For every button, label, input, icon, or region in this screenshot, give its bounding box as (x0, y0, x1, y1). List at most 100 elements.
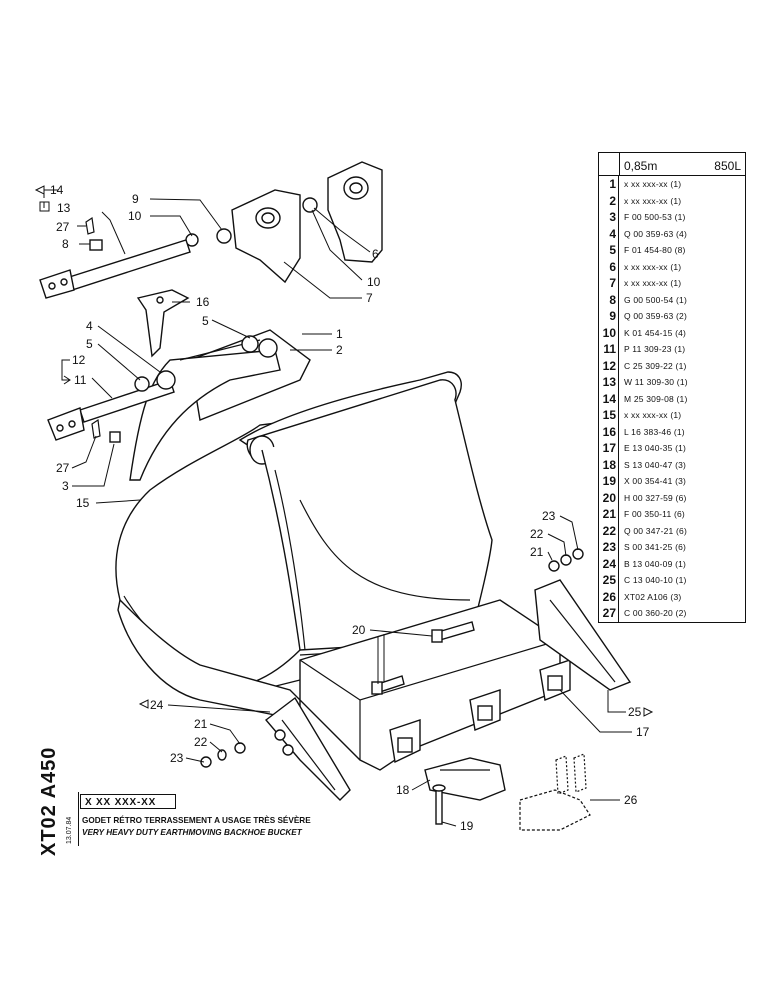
table-row: 1 x xx xxx-xx (1) (599, 176, 745, 193)
callout-5-upper: 5 (202, 314, 209, 328)
lock-27-upper (85, 216, 95, 235)
title-date: 13.07.84 (66, 816, 73, 844)
row-reference: C 00 360-20 (2) (624, 608, 687, 619)
row-number: 24 (599, 555, 619, 572)
arrow-markers (34, 185, 654, 717)
callout-22-right: 22 (530, 527, 544, 541)
callout-23-right: 23 (542, 509, 556, 523)
bushings-4-5-upper (241, 335, 278, 358)
callout-21-right: 21 (530, 545, 544, 559)
row-number: 26 (599, 588, 619, 605)
row-reference: W 11 309-30 (1) (624, 377, 688, 388)
row-number: 15 (599, 407, 619, 424)
table-row: 22 Q 00 347-21 (6) (599, 522, 745, 539)
callout-22-left: 22 (194, 735, 208, 749)
pin-11 (47, 379, 175, 441)
row-reference: x xx xxx-xx (1) (624, 410, 682, 421)
fasteners-21-23-left (200, 742, 246, 768)
row-reference: G 00 500-54 (1) (624, 294, 688, 305)
parts-table-header: 0,85m 850L (599, 153, 745, 176)
row-reference: S 00 341-25 (6) (624, 542, 687, 553)
table-row: 17 E 13 040-35 (1) (599, 440, 745, 457)
bolt-8 (89, 239, 103, 251)
bushings-4-5-lower (134, 370, 176, 392)
row-number: 14 (599, 390, 619, 407)
link-plate-6 (327, 161, 383, 263)
table-row: 9 Q 00 359-63 (2) (599, 308, 745, 325)
parts-table-header-cell: 0,85m 850L (620, 153, 745, 175)
row-number: 10 (599, 324, 619, 341)
side-code: XT02 A450 (36, 746, 60, 856)
row-number: 27 (599, 605, 619, 622)
row-reference: XT02 A106 (3) (624, 591, 682, 602)
callout-4: 4 (86, 319, 93, 333)
callout-19: 19 (460, 819, 474, 833)
callout-21-left: 21 (194, 717, 208, 731)
fasteners-21-23-right (548, 548, 584, 572)
row-reference: M 25 309-08 (1) (624, 393, 688, 404)
table-row: 23 S 00 341-25 (6) (599, 539, 745, 556)
callout-26: 26 (624, 793, 638, 807)
row-reference: K 01 454-15 (4) (624, 327, 687, 338)
row-reference: C 25 309-22 (1) (624, 360, 687, 371)
bucket-shell (115, 371, 493, 721)
table-row: 14 M 25 309-08 (1) (599, 390, 745, 407)
row-number: 1 (599, 176, 619, 193)
row-reference: P 11 309-23 (1) (624, 344, 686, 355)
lock-27-lower (91, 418, 101, 439)
callout-16: 16 (196, 295, 210, 309)
callout-14: 14 (50, 183, 64, 197)
row-number: 18 (599, 456, 619, 473)
row-reference: Q 00 347-21 (6) (624, 525, 688, 536)
header-capacity-m3: 0,85m (624, 159, 658, 173)
table-row: 19 X 00 354-41 (3) (599, 473, 745, 490)
table-row: 26 XT02 A106 (3) (599, 588, 745, 605)
leader-lines (39, 189, 632, 827)
row-reference: F 00 500-53 (1) (624, 212, 686, 223)
row-number: 25 (599, 572, 619, 589)
table-row: 11 P 11 309-23 (1) (599, 341, 745, 358)
title-code-box: X XX XXX-XX (80, 794, 176, 809)
row-reference: x xx xxx-xx (1) (624, 278, 682, 289)
row-reference: x xx xxx-xx (1) (624, 261, 682, 272)
bolts-20 (371, 621, 475, 695)
callout-3: 3 (62, 479, 69, 493)
callout-23-left: 23 (170, 751, 184, 765)
side-code-text: XT02 A450 (38, 746, 60, 856)
callout-24: 24 (150, 698, 164, 712)
row-number: 13 (599, 374, 619, 391)
row-reference: Q 00 359-63 (2) (624, 311, 688, 322)
table-row: 10 K 01 454-15 (4) (599, 324, 745, 341)
callout-labels: 14 13 27 8 9 10 6 10 7 16 5 1 2 4 5 12 1… (50, 183, 650, 833)
row-number: 11 (599, 341, 619, 358)
callout-10-left: 10 (128, 209, 142, 223)
row-reference: C 13 040-10 (1) (624, 575, 687, 586)
callout-9: 9 (132, 192, 139, 206)
callout-5-lower: 5 (86, 337, 93, 351)
row-reference: x xx xxx-xx (1) (624, 179, 682, 190)
row-number: 19 (599, 473, 619, 490)
tooth-26 (519, 753, 591, 831)
row-reference: F 01 454-80 (8) (624, 245, 686, 256)
row-number: 20 (599, 489, 619, 506)
row-reference: x xx xxx-xx (1) (624, 195, 682, 206)
callout-20: 20 (352, 623, 366, 637)
row-number: 22 (599, 522, 619, 539)
row-reference: E 13 040-35 (1) (624, 443, 687, 454)
row-reference: X 00 354-41 (3) (624, 476, 687, 487)
row-reference: L 16 383-46 (1) (624, 426, 685, 437)
callout-1: 1 (336, 327, 343, 341)
row-number: 17 (599, 440, 619, 457)
row-number: 23 (599, 539, 619, 556)
title-english: VERY HEAVY DUTY EARTHMOVING BACKHOE BUCK… (82, 828, 302, 837)
row-number: 9 (599, 308, 619, 325)
table-row: 27 C 00 360-20 (2) (599, 605, 745, 622)
callout-12: 12 (72, 353, 86, 367)
